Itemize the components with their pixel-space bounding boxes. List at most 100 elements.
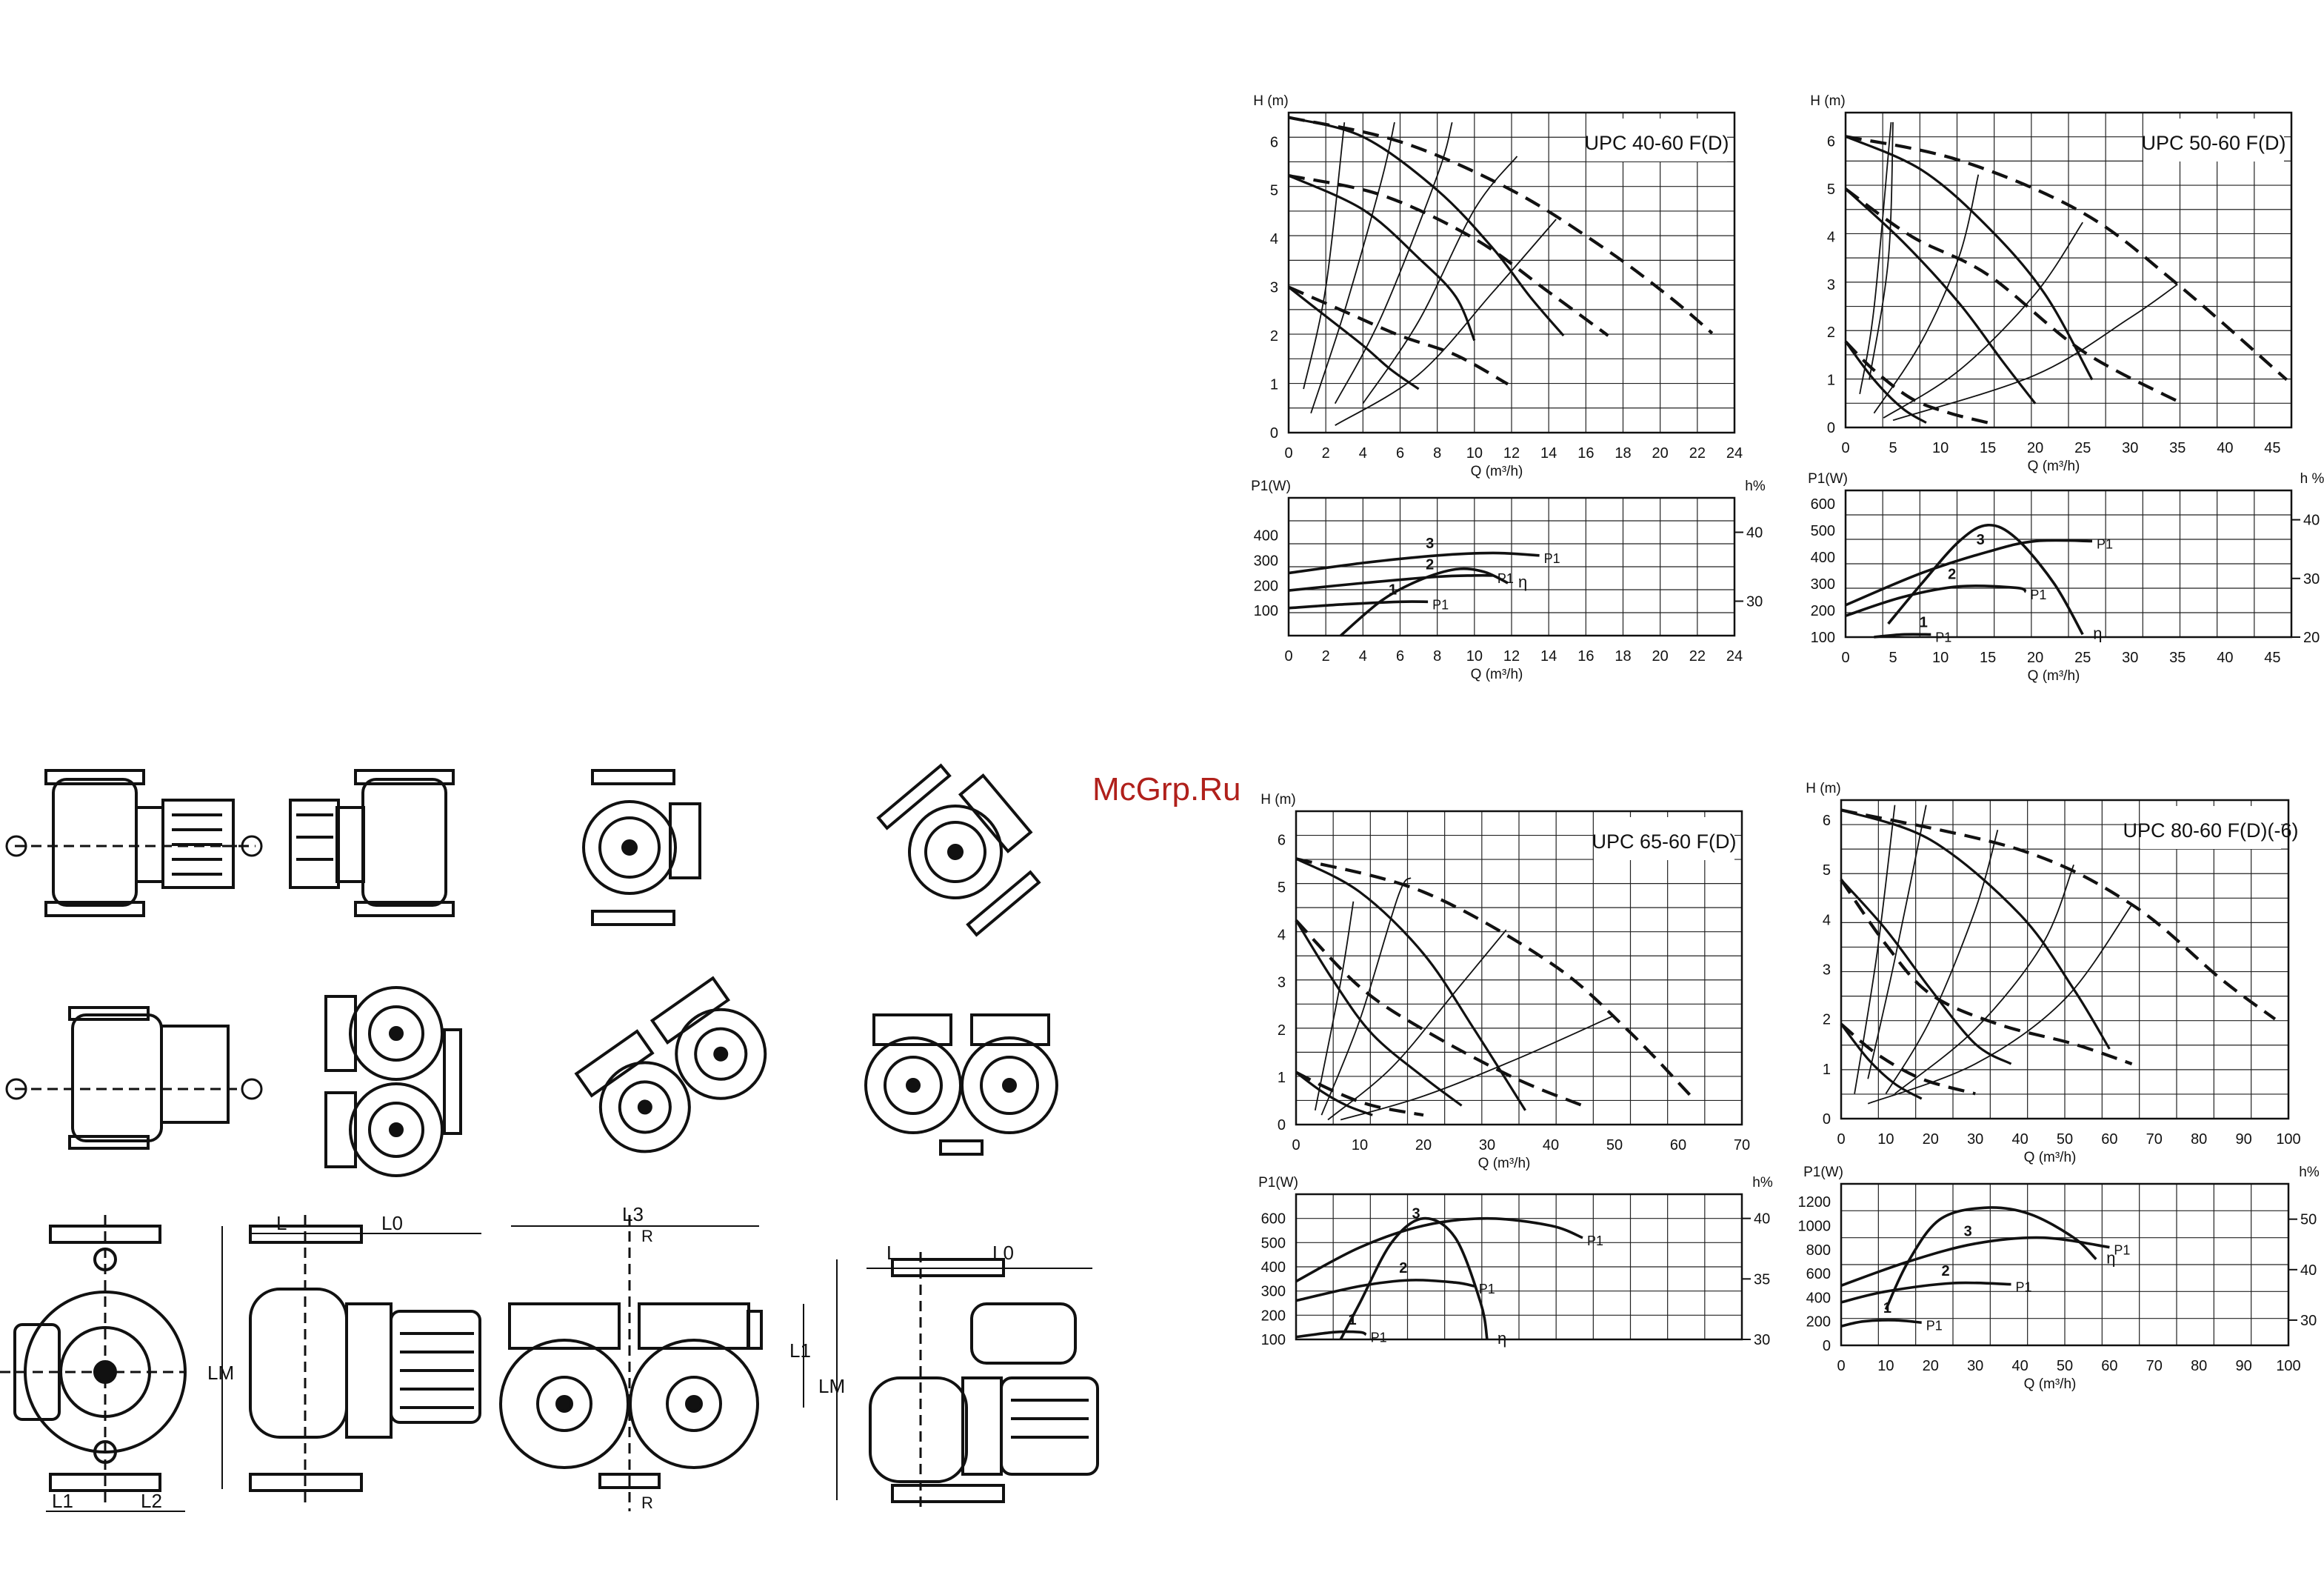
upc40-head-series-dashed-3 [1288,174,1609,337]
upc50-head-series-dashed-5 [1844,340,1989,424]
upc40-head-y-tick: 2 [1270,328,1278,344]
upc65-power-series-curve-1 [1295,1279,1475,1302]
pump-front-view-rotated [876,763,1041,937]
upc50-head-y-label: H (m) [1810,93,1845,109]
upc50-power-x-tick: 40 [2217,650,2233,666]
upc80-head-y-tick: 4 [1823,912,1831,928]
watermark: McGrp.Ru [1092,771,1241,808]
upc65-head-y-tick: 5 [1278,880,1286,896]
upc40-head-x-label: Q (m³/h) [1471,464,1523,479]
dim-l1: L1 [52,1490,73,1512]
upc40-eta-label: η [1518,573,1527,591]
upc65-power-y2-tick: 40 [1754,1211,1770,1228]
upc50-head-x-tick: 5 [1889,440,1897,456]
upc80-power-x-tick: 50 [2057,1358,2073,1374]
upc80-head-y-tick: 0 [1823,1111,1831,1128]
upc50-eta-label: η [2093,624,2102,642]
upc80-head-x-tick: 60 [2101,1131,2117,1148]
upc50-power-x-tick: 30 [2122,650,2138,666]
upc40-p1-label-1: P1 [1432,597,1449,612]
pump-front-view [582,769,701,926]
upc50-power-y-tick: 600 [1811,496,1835,513]
upc40-power-series-curve-2 [1288,600,1429,610]
upc80-power-frame [1840,1182,2290,1347]
upc40-power-x-tick: 20 [1652,648,1669,665]
upc65-p1-label-1: P1 [1371,1330,1387,1345]
upc80-power-x-tick: 90 [2235,1358,2251,1374]
upc50-head-series-solid-0 [1845,135,2094,381]
upc65-head-series-solid-0 [1295,857,1526,1111]
upc80-head-x-tick: 50 [2057,1131,2073,1148]
pump-drawings: L1 L2 L L0 LM [0,763,1099,1512]
pump-side-view-right [222,769,455,917]
upc65-head-x-tick: 10 [1352,1137,1368,1153]
upc65-power-y2-tick: 30 [1754,1332,1770,1348]
upc40-power-x-tick: 22 [1689,648,1706,665]
upc40-power-x-tick: 12 [1503,648,1520,665]
upc65-title-box [1594,817,1734,860]
upc65-power-y2-label: h% [1752,1175,1773,1191]
upc40-head-x-tick: 24 [1726,445,1743,462]
upc80-power-y-tick: 0 [1823,1338,1831,1354]
upc80-power-x-tick: 80 [2191,1358,2207,1374]
upc50-head-series-dashed-3 [1844,187,2183,405]
upc40-head-x-tick: 2 [1322,445,1330,462]
upc50-head-series-system-10 [1892,284,2178,422]
upc40-speed-label-2: 2 [1426,557,1434,573]
upc40-power-y-tick: 100 [1254,603,1278,619]
upc50-power-y-tick: 100 [1811,630,1835,646]
dim-l0-2: L0 [992,1242,1014,1264]
upc40-head-y-tick: 4 [1270,231,1278,247]
twin-pump-rotated-view [574,976,767,1153]
upc40-head-frame [1287,111,1736,434]
twin-pump-top-view [324,986,462,1177]
upc40-head-x-tick: 18 [1615,445,1631,462]
upc80-power-x-tick: 10 [1877,1358,1894,1374]
upc50-head-series-system-7 [1869,121,1894,380]
upc80-head-series-system-10 [1867,904,2133,1105]
upc50-power-x-tick: 25 [2074,650,2091,666]
upc80-head-series-solid-2 [1840,879,2012,1065]
upc80-p1-label-1: P1 [1926,1318,1943,1333]
upc40-power-y2-label: h% [1745,479,1766,494]
upc65-p1-label-2: P1 [1479,1282,1495,1296]
upc40-power-series-curve-3 [1340,567,1509,637]
upc40-power-y-tick: 200 [1254,578,1278,594]
upc50-head-y-tick: 5 [1827,182,1835,198]
dim-lm-2: LM [818,1375,845,1397]
upc65-power-y2-tick: 35 [1754,1271,1770,1288]
upc40-head-y-tick: 1 [1270,377,1278,393]
upc50-power-y2-tick: 40 [2303,513,2320,529]
upc40-head-series-system-10 [1335,219,1557,426]
upc50-head-x-tick: 45 [2264,440,2280,456]
dim-r-bottom: R [641,1494,653,1512]
dimension-side-view: L L0 LM [207,1212,481,1504]
upc80-power-y2-tick: 40 [2300,1262,2317,1279]
upc65-head-x-tick: 50 [1606,1137,1623,1153]
upc50-head-x-tick: 0 [1841,440,1849,456]
upc40-power-frame [1287,496,1736,637]
upc40-p1-label-3: P1 [1544,551,1560,566]
upc40-power-y2-tick: 40 [1746,525,1763,542]
upc50-head-x-label: Q (m³/h) [2028,459,2080,474]
upc50-power-y-tick: 300 [1811,576,1835,593]
upc40-power-y2-tick: 30 [1746,594,1763,610]
upc40-head-x-tick: 14 [1540,445,1557,462]
upc40-head-y-tick: 5 [1270,183,1278,199]
upc40-head-x-tick: 12 [1503,445,1520,462]
upc65-head-x-tick: 0 [1292,1137,1300,1153]
upc80-head-y-tick: 6 [1823,813,1831,829]
upc50-power-y2-tick: 20 [2303,630,2320,646]
dim-l0: L0 [381,1212,403,1234]
upc50-power-x-tick: 45 [2264,650,2280,666]
upc40-power-series-curve-0 [1288,551,1540,575]
dim-l1-twin: L1 [789,1339,811,1362]
upc40-head-y-tick: 3 [1270,280,1278,296]
upc50-head-y-tick: 2 [1827,324,1835,341]
upc50-power-series-curve-3 [1887,523,2084,636]
dim-r-top: R [641,1227,653,1245]
